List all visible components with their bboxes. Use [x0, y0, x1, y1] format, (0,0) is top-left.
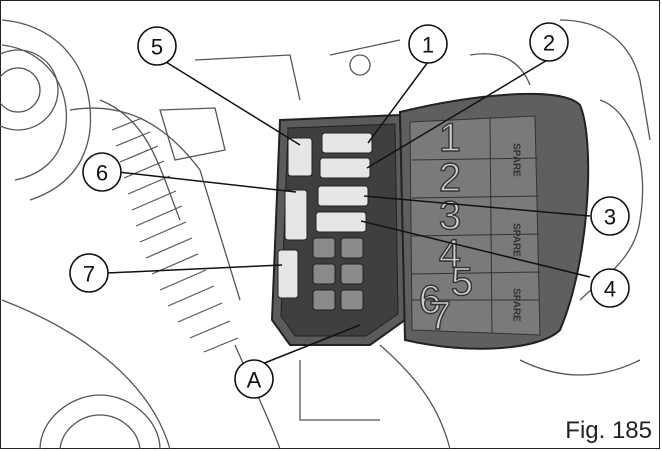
callout-label-7: 7	[83, 262, 95, 287]
callout-circle-5	[137, 26, 177, 66]
callout-labels: 1 2 3 4 5 6 7 A	[83, 31, 616, 393]
callout-label-1: 1	[422, 33, 434, 58]
callout-label-6: 6	[96, 161, 108, 186]
callout-label-2: 2	[543, 31, 555, 56]
fuse-1	[321, 132, 373, 154]
callout-label-4: 4	[604, 277, 616, 302]
fuse-box-lid	[398, 93, 590, 350]
figure-caption: Fig. 185	[565, 417, 652, 444]
lid-number-5: 5	[451, 260, 473, 304]
lid-spare-label-1: SPARE	[511, 143, 522, 177]
fuse-7	[277, 249, 299, 299]
leader-lines	[106, 58, 591, 365]
callouts	[69, 22, 630, 399]
empty-sockets	[312, 237, 364, 311]
callout-label-5: 5	[151, 35, 163, 60]
callout-circle-2	[529, 22, 569, 62]
fuse-5	[287, 137, 313, 177]
lid-number-1: 1	[439, 116, 461, 160]
callout-circle-1	[408, 24, 448, 64]
callout-circle-6	[82, 152, 122, 192]
callout-circle-4	[590, 268, 630, 308]
fuse-3	[317, 185, 369, 207]
callout-circle-7	[69, 253, 109, 293]
callout-circle-A	[234, 359, 274, 399]
fuse-6	[284, 189, 308, 241]
lid-number-6: 6	[419, 278, 441, 322]
lid-number-4: 4	[439, 232, 461, 276]
fuse-column-left	[277, 137, 313, 299]
callout-label-3: 3	[604, 205, 616, 230]
lid-spare-label-3: SPARE	[511, 288, 522, 322]
fuse-4	[315, 211, 367, 233]
background-engine-parts	[0, 19, 651, 450]
fuse-column-main	[315, 132, 373, 233]
callout-label-A: A	[247, 368, 262, 393]
lid-spare-label-2: SPARE	[511, 223, 522, 257]
lid-number-7: 7	[429, 294, 451, 338]
fuse-2	[319, 157, 371, 179]
lid-number-2: 2	[439, 156, 461, 200]
callout-circle-3	[590, 196, 630, 236]
